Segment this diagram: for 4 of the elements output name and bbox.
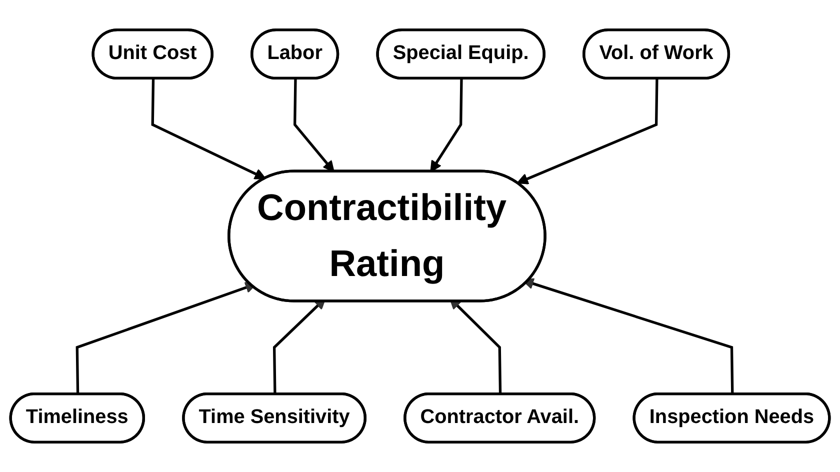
arrow bbox=[151, 78, 266, 180]
arrow bbox=[430, 78, 463, 172]
arrow bbox=[294, 78, 334, 172]
arrow bbox=[516, 78, 658, 184]
